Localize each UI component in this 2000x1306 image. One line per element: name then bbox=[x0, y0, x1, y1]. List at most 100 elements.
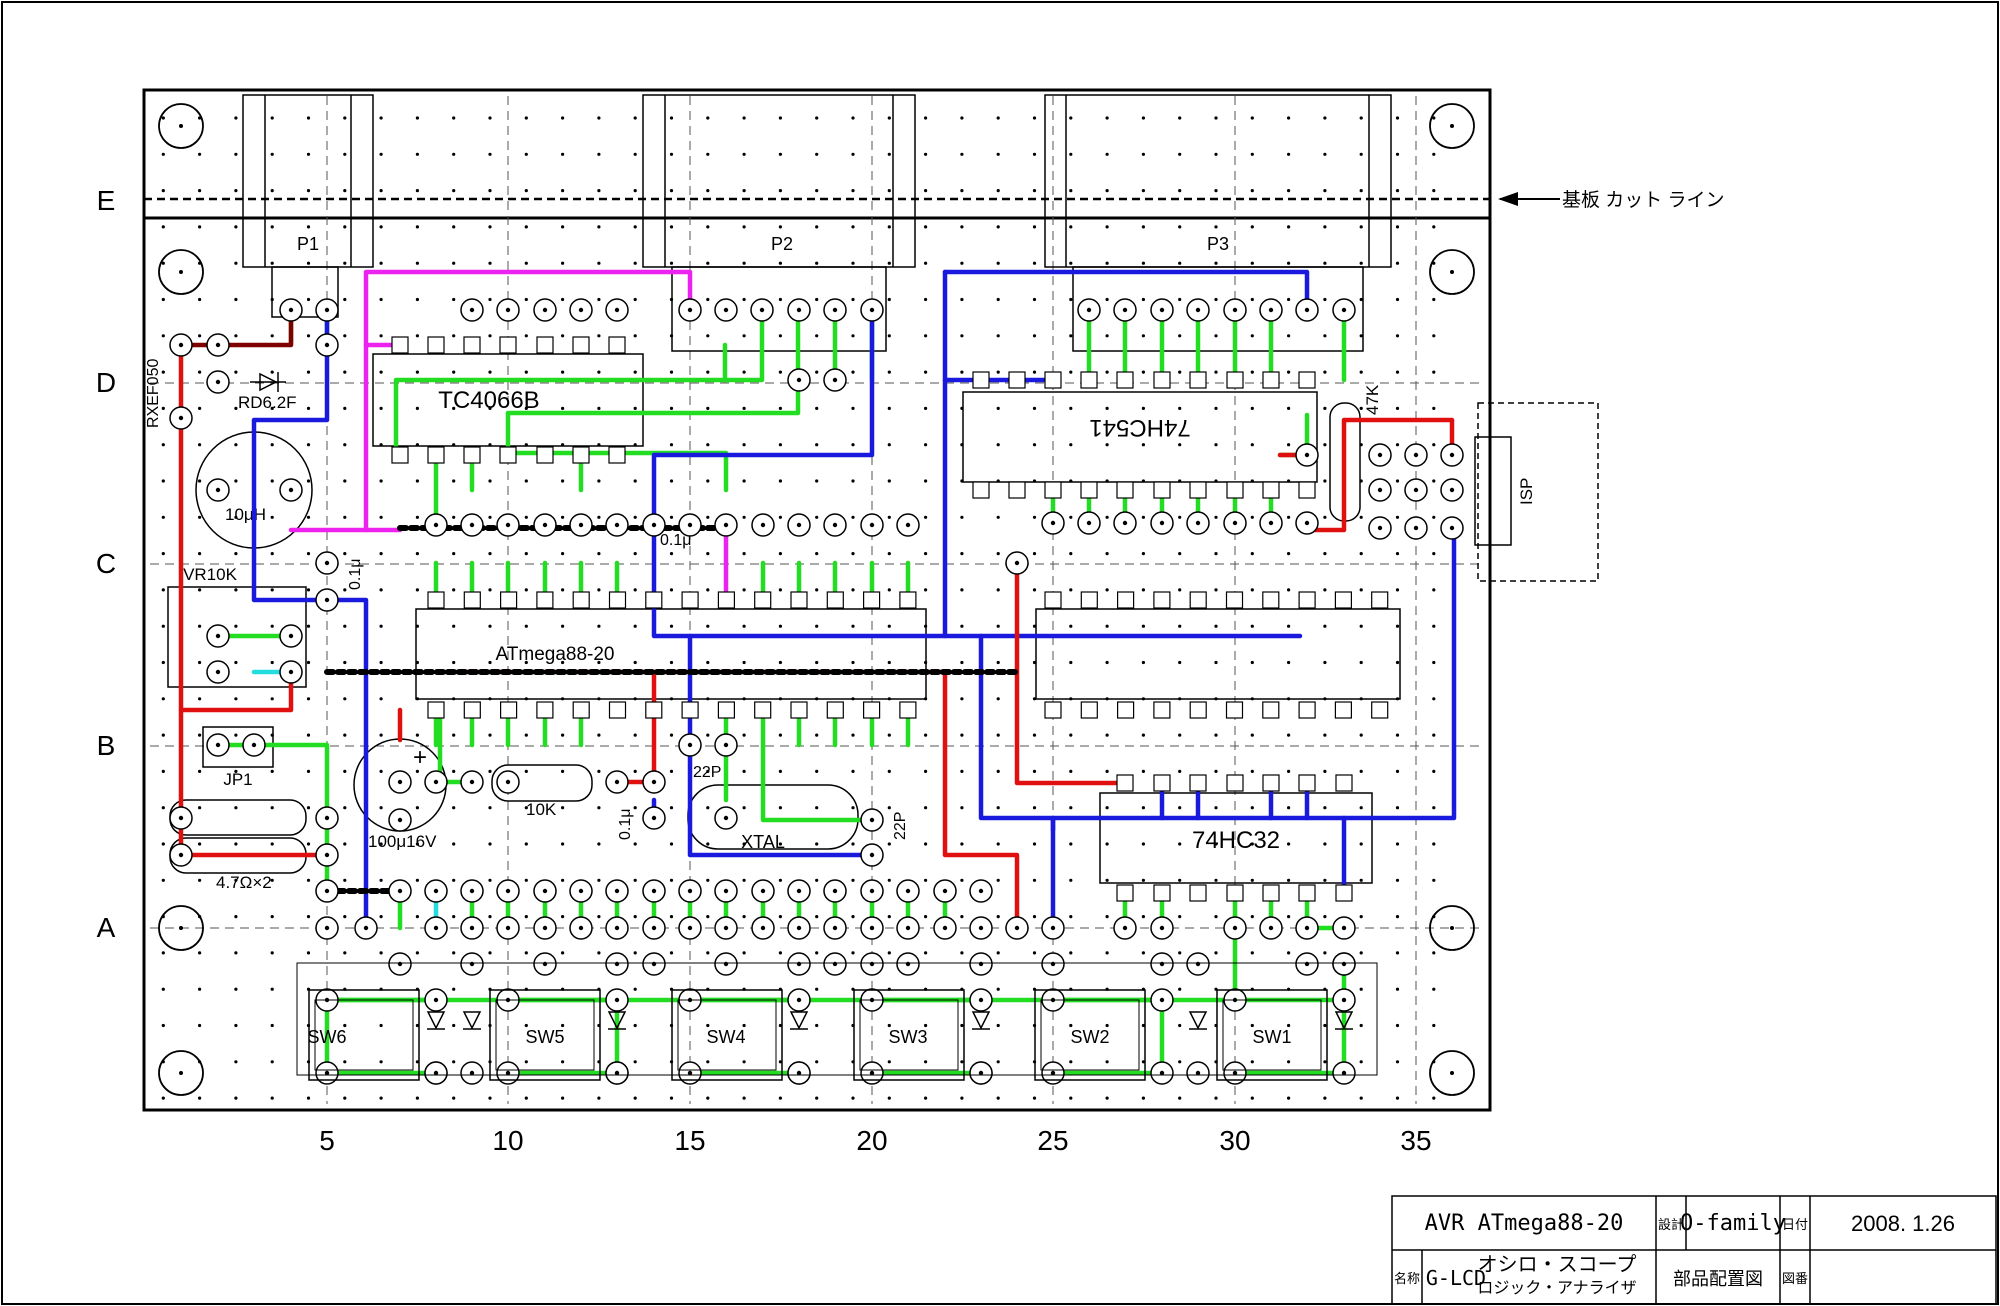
grid-dot bbox=[198, 806, 202, 810]
grid-dot bbox=[597, 769, 601, 774]
grid-dot bbox=[887, 660, 891, 665]
grid-dot bbox=[778, 1096, 783, 1100]
grid-dot bbox=[960, 878, 964, 882]
grid-dot bbox=[1395, 878, 1400, 882]
grid-dot bbox=[996, 225, 1000, 229]
grid-dot bbox=[524, 189, 528, 193]
pad-center bbox=[1413, 525, 1419, 531]
grid-dot bbox=[1323, 769, 1327, 774]
grid-dot bbox=[524, 370, 528, 374]
grid-dot bbox=[924, 479, 928, 483]
grid-dot bbox=[851, 116, 855, 120]
grid-dot bbox=[851, 479, 855, 483]
ic-pin-pad bbox=[427, 336, 445, 354]
grid-dot bbox=[960, 515, 964, 519]
grid-dot bbox=[669, 769, 674, 774]
vr-label: VR10K bbox=[183, 565, 238, 584]
grid-dot bbox=[1250, 297, 1254, 302]
pad-center bbox=[796, 925, 802, 931]
grid-dot bbox=[270, 1096, 274, 1100]
grid-dot bbox=[1359, 225, 1363, 229]
grid-dot bbox=[524, 479, 528, 483]
grid-dot bbox=[270, 152, 274, 156]
grid-dot bbox=[924, 588, 928, 592]
grid-dot bbox=[1287, 660, 1291, 665]
grid-dot bbox=[1395, 915, 1400, 919]
mounting-hole-center bbox=[179, 926, 183, 930]
grid-dot bbox=[887, 1023, 891, 1028]
grid-dot bbox=[343, 733, 347, 737]
row-label-d: D bbox=[96, 367, 116, 398]
pad-center bbox=[578, 307, 584, 313]
pad-center bbox=[1159, 961, 1165, 967]
pad-center bbox=[614, 522, 620, 528]
grid-dot bbox=[343, 1060, 347, 1064]
grid-dot bbox=[1432, 152, 1436, 156]
pad-center bbox=[942, 925, 948, 931]
title-name-main: G-LCD bbox=[1426, 1266, 1486, 1290]
grid-dot bbox=[1250, 334, 1254, 338]
grid-dot bbox=[1105, 660, 1109, 665]
grid-dot bbox=[415, 878, 419, 882]
grid-dot bbox=[1287, 624, 1291, 628]
grid-dot bbox=[742, 552, 746, 556]
grid-dot bbox=[1432, 297, 1436, 302]
ic-pin-pad bbox=[463, 701, 481, 719]
pad-center bbox=[1232, 307, 1238, 313]
pads bbox=[169, 298, 1464, 1085]
diode-symbol bbox=[1188, 1011, 1208, 1030]
grid-dot bbox=[1432, 1096, 1436, 1100]
grid-dot bbox=[851, 660, 855, 665]
grid-dot bbox=[597, 915, 601, 919]
pad-center bbox=[687, 888, 693, 894]
ic-pin-pad bbox=[391, 446, 409, 464]
grid-dot bbox=[1141, 297, 1145, 302]
grid-dot bbox=[706, 806, 710, 810]
ic-pin-pad bbox=[826, 701, 844, 719]
pad-center bbox=[1086, 520, 1092, 526]
ic-pin-pad bbox=[463, 336, 481, 354]
grid-dot bbox=[1032, 225, 1037, 229]
switch-cap bbox=[677, 999, 777, 1071]
grid-dot bbox=[270, 769, 274, 774]
grid-dot bbox=[1287, 552, 1291, 556]
inductor-label: 10μH bbox=[225, 505, 266, 524]
grid-dot bbox=[1141, 1060, 1145, 1064]
ic-pin-pad bbox=[1262, 774, 1280, 792]
pad-center bbox=[869, 817, 875, 823]
col-label-15: 15 bbox=[674, 1125, 705, 1156]
grid-dot bbox=[633, 116, 637, 120]
grid-dot bbox=[778, 443, 783, 447]
grid-dot bbox=[379, 1023, 383, 1028]
grid-dot bbox=[815, 915, 819, 919]
ic-pin-pad bbox=[790, 591, 808, 609]
grid-dot bbox=[815, 443, 819, 447]
row-label-a: A bbox=[97, 912, 116, 943]
grid-dot bbox=[234, 552, 238, 556]
grid-dot bbox=[415, 915, 419, 919]
grid-dot bbox=[1395, 189, 1400, 193]
grid-dot bbox=[924, 152, 928, 156]
grid-dot bbox=[1105, 1060, 1109, 1064]
grid-dot bbox=[488, 370, 492, 374]
grid-dot bbox=[1432, 479, 1436, 483]
pad-center bbox=[614, 1070, 620, 1076]
grid-dot bbox=[633, 987, 637, 991]
pad-center bbox=[978, 888, 984, 894]
grid-dot bbox=[706, 479, 710, 483]
grid-dot bbox=[270, 624, 274, 628]
grid-dot bbox=[1214, 878, 1218, 882]
grid-dot bbox=[1250, 878, 1254, 882]
ic-pin-pad bbox=[608, 591, 627, 609]
grid-dot bbox=[815, 660, 819, 665]
grid-dot bbox=[815, 370, 819, 374]
grid-dot bbox=[960, 624, 964, 628]
grid-dot bbox=[415, 189, 419, 193]
grid-dot bbox=[1250, 660, 1254, 665]
pad-center bbox=[324, 852, 330, 858]
ic-pin-pad bbox=[1335, 774, 1353, 792]
grid-dot bbox=[924, 951, 928, 955]
grid-dot bbox=[1250, 552, 1254, 556]
grid-dot bbox=[706, 189, 710, 193]
grid-dot bbox=[1214, 951, 1218, 955]
